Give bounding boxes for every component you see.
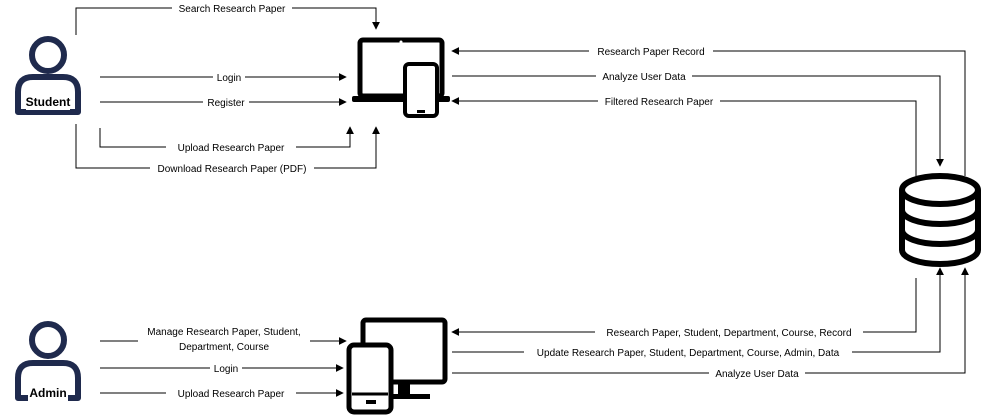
admin-flow-upload: Upload Research Paper	[100, 387, 344, 400]
admin-flow-upload-label: Upload Research Paper	[178, 389, 285, 400]
student-label: Student	[26, 95, 71, 109]
laptop-phone-icon	[352, 37, 450, 118]
admin-flow-login-label: Login	[214, 364, 238, 375]
database-icon	[899, 173, 981, 267]
student-flow-download: Download Research Paper (PDF)	[75, 124, 380, 175]
web-db-flow-record-label: Research Paper Record	[597, 47, 704, 58]
web-db-flow-analyze-label: Analyze User Data	[602, 72, 686, 83]
admin-label: Admin	[29, 386, 66, 400]
student-flow-upload: Upload Research Paper	[99, 126, 354, 154]
admin-db-flow-analyze-label: Analyze User Data	[715, 369, 799, 380]
student-flow-register-label: Register	[207, 98, 245, 109]
student-flow-login-label: Login	[217, 73, 241, 84]
admin-flow-manage: Manage Research Paper, Student, Departme…	[100, 324, 347, 354]
student-flow-register: Register	[100, 96, 347, 109]
student-flow-download-label: Download Research Paper (PDF)	[158, 164, 307, 175]
admin-flow-login: Login	[100, 362, 344, 375]
web-db-flow-analyze: Analyze User Data	[452, 70, 944, 167]
monitor-phone-icon	[346, 317, 448, 415]
admin-actor: Admin	[15, 321, 81, 401]
admin-db-flow-record: Research Paper, Student, Department, Cou…	[451, 278, 917, 339]
student-flow-login: Login	[100, 71, 347, 84]
student-flow-search: Search Research Paper	[75, 2, 380, 35]
web-db-flow-filtered: Filtered Research Paper	[451, 95, 917, 178]
user-icon	[15, 36, 81, 115]
user-icon	[15, 321, 81, 401]
student-actor: Student	[15, 36, 81, 115]
admin-db-flow-update: Update Research Paper, Student, Departme…	[452, 267, 944, 359]
admin-flow-manage-label-2: Department, Course	[179, 342, 269, 353]
student-flow-upload-label: Upload Research Paper	[178, 143, 285, 154]
admin-db-flow-analyze: Analyze User Data	[452, 267, 969, 380]
admin-flow-manage-label-1: Manage Research Paper, Student,	[147, 327, 300, 338]
student-flow-search-label: Search Research Paper	[179, 4, 286, 15]
admin-db-flow-record-label: Research Paper, Student, Department, Cou…	[606, 328, 851, 339]
web-db-flow-record: Research Paper Record	[451, 45, 966, 176]
web-db-flow-filtered-label: Filtered Research Paper	[605, 97, 714, 108]
admin-db-flow-update-label: Update Research Paper, Student, Departme…	[537, 348, 840, 359]
